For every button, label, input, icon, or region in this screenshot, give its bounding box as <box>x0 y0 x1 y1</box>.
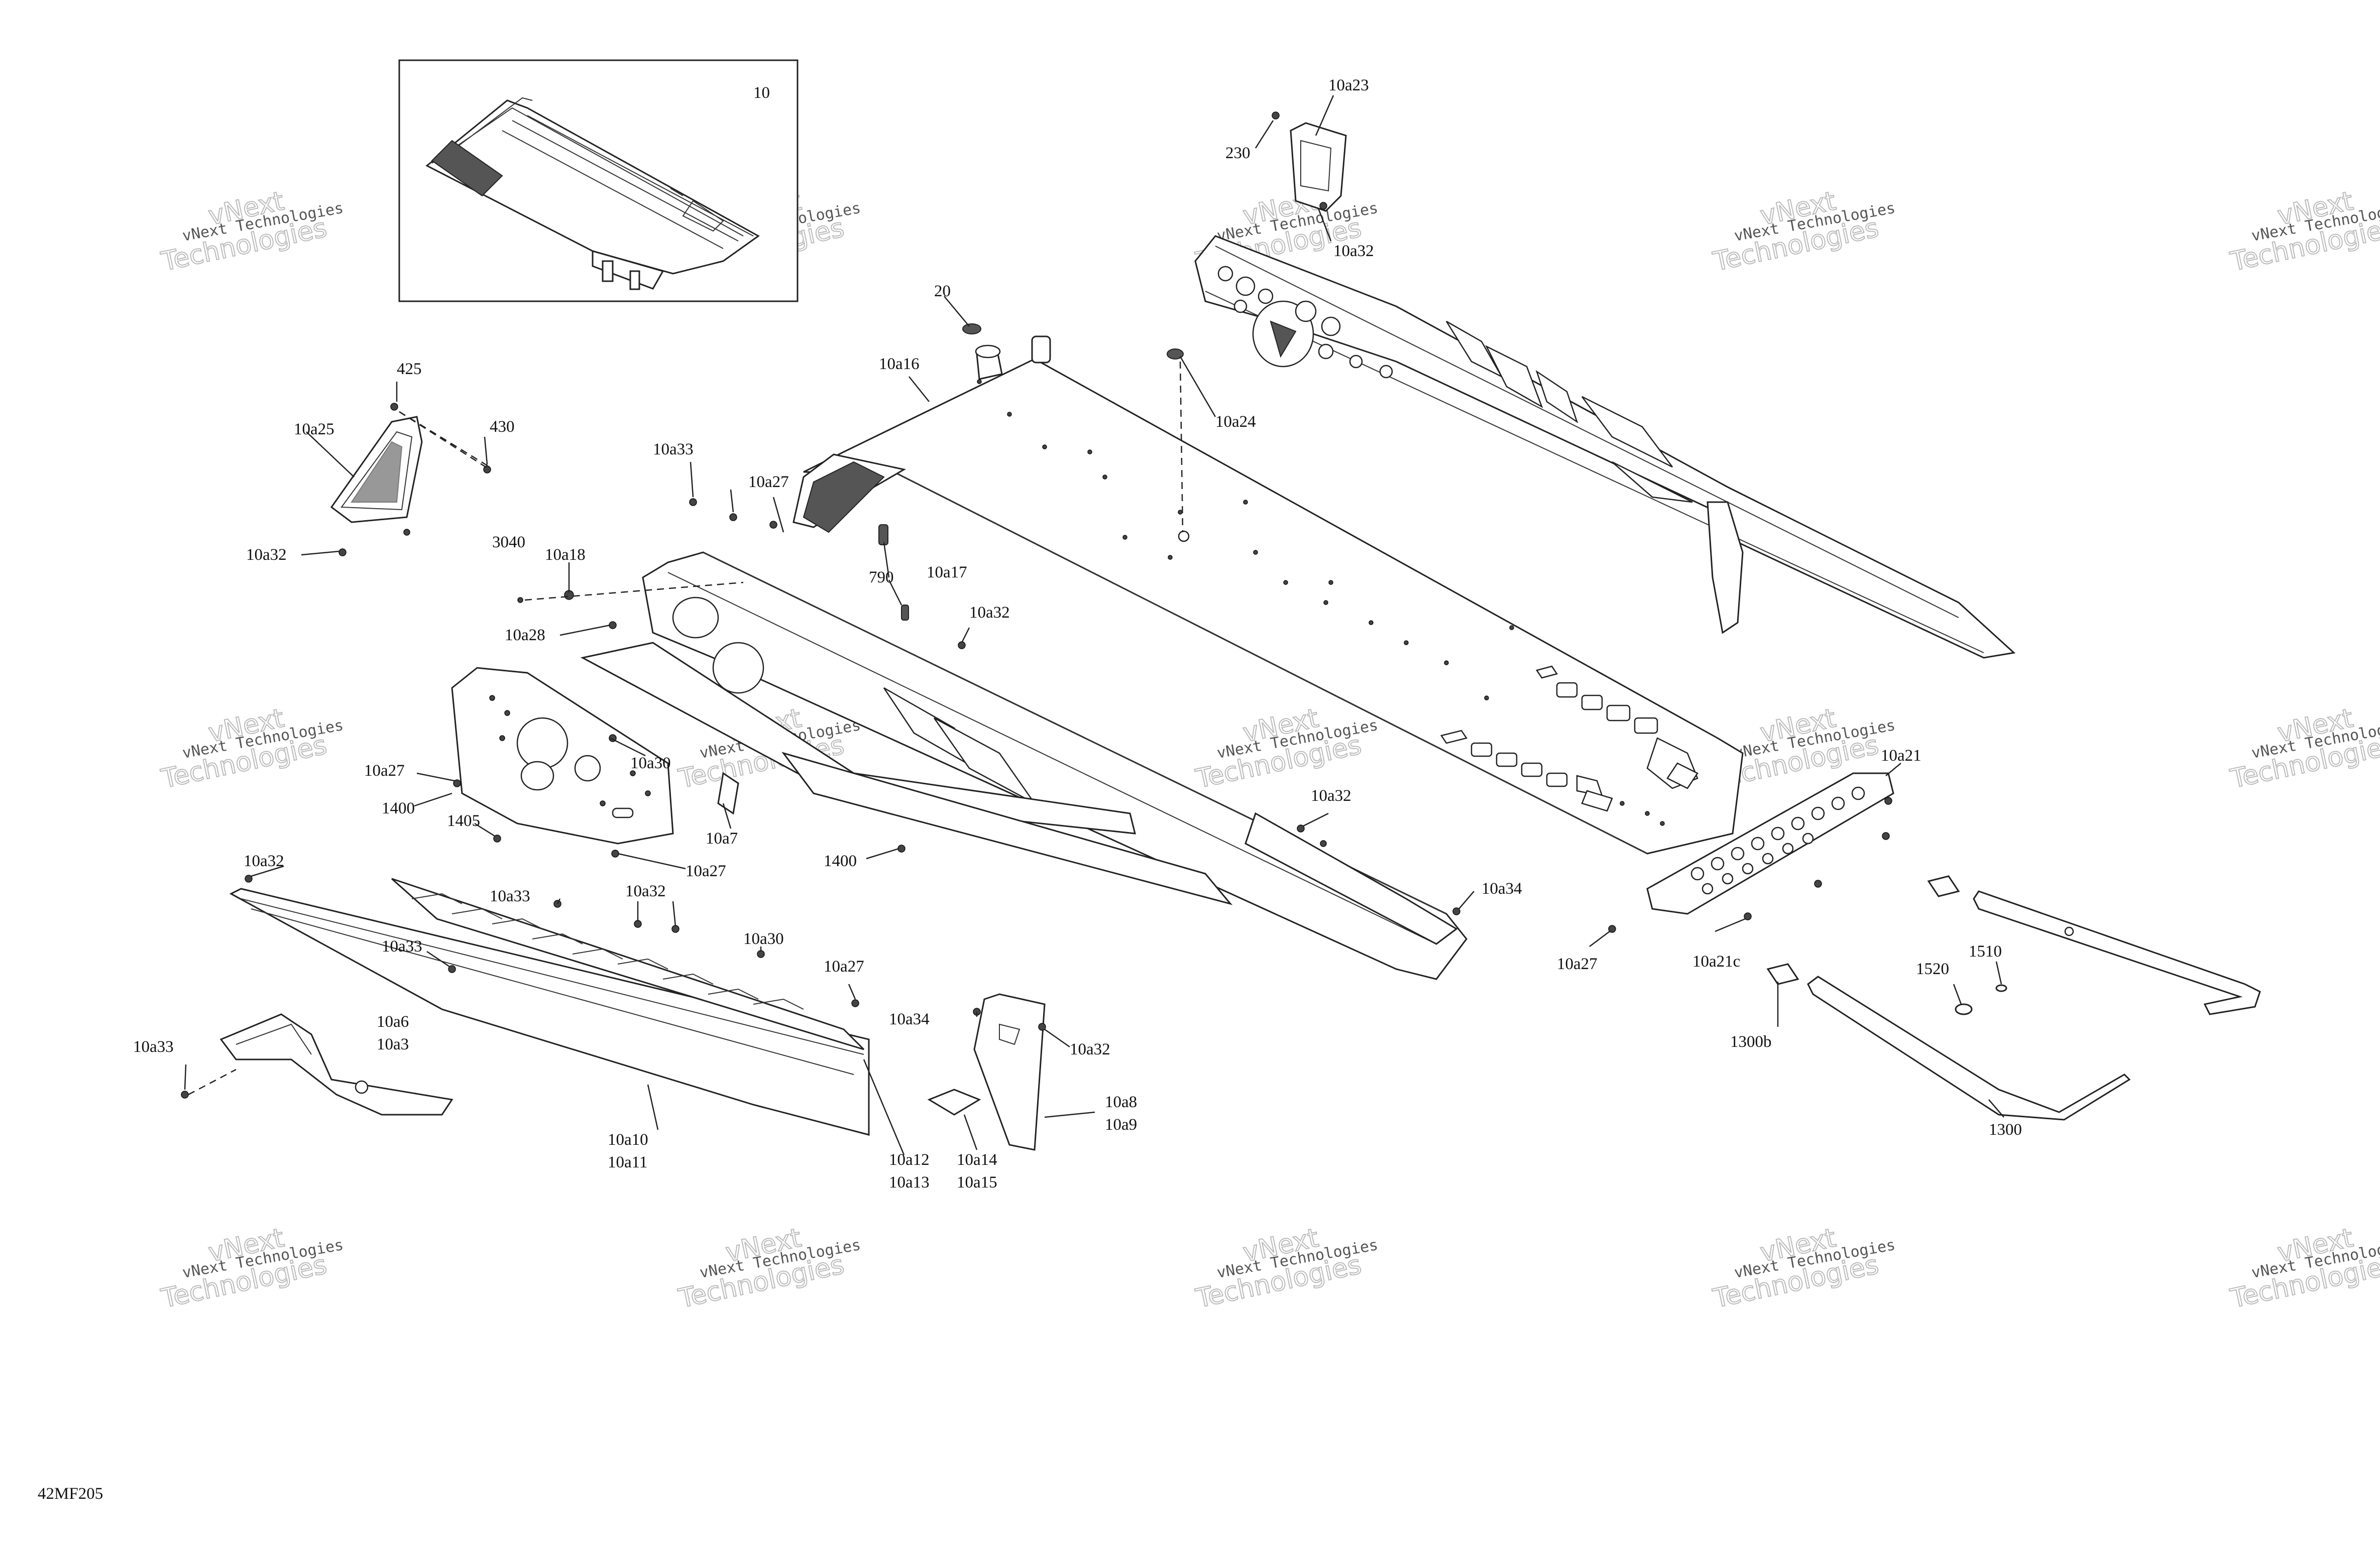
callout-1510: 1510 <box>1969 942 2002 961</box>
callout-10a33-c: 10a33 <box>382 937 422 956</box>
callout-10a27-b: 10a27 <box>364 762 405 780</box>
callout-230: 230 <box>1225 144 1251 162</box>
callout-10a30-a: 10a30 <box>630 754 671 772</box>
callout-1400-b: 1400 <box>824 852 857 870</box>
callout-10a25: 10a25 <box>294 420 334 438</box>
callout-10a6: 10a6 <box>377 1013 409 1031</box>
callout-425: 425 <box>397 360 422 378</box>
top-right-mesh-bracket <box>1290 122 1347 212</box>
rear-perforated-plate <box>1646 772 1894 915</box>
callout-1405: 1405 <box>447 812 480 830</box>
callout-10a10: 10a10 <box>608 1131 648 1149</box>
callout-10a21c: 10a21c <box>1692 953 1740 971</box>
tunnel-top-panel <box>792 335 1744 855</box>
callout-10a27-e: 10a27 <box>824 958 864 976</box>
callout-10a3: 10a3 <box>377 1035 409 1053</box>
rear-vertical-bracket <box>927 993 1046 1151</box>
callout-10a30-b: 10a30 <box>743 930 784 948</box>
fasteners <box>181 111 1892 1099</box>
rail-holes <box>1217 266 1393 379</box>
callout-10a34-a: 10a34 <box>1482 880 1522 898</box>
callout-10a11: 10a11 <box>608 1153 647 1171</box>
callout-10a32-b: 10a32 <box>244 852 284 870</box>
callout-10a13: 10a13 <box>889 1173 930 1192</box>
callout-430: 430 <box>490 418 515 436</box>
callout-1300b: 1300b <box>1730 1033 1772 1051</box>
callout-10a7: 10a7 <box>706 829 738 848</box>
lower-running-board <box>229 878 870 1136</box>
callout-10a32-left: 10a32 <box>246 546 287 564</box>
tunnel-cooling-slots <box>1440 665 1698 812</box>
callout-10a15: 10a15 <box>957 1173 997 1192</box>
leader-lines <box>184 95 2004 1155</box>
callout-10a34-b: 10a34 <box>889 1010 930 1028</box>
callout-10a33-d: 10a33 <box>133 1038 174 1056</box>
callout-10a21: 10a21 <box>1881 747 1921 765</box>
left-mounting-plate <box>451 667 674 845</box>
callout-20: 20 <box>934 282 951 300</box>
callout-10a9: 10a9 <box>1105 1116 1137 1134</box>
callout-1300: 1300 <box>1989 1121 2022 1139</box>
tunnel-left-side-panel <box>580 551 1467 980</box>
callout-10a12: 10a12 <box>889 1151 930 1169</box>
callout-10a33-b: 10a33 <box>490 887 530 905</box>
callout-10a24: 10a24 <box>1215 413 1256 431</box>
inset-assembly-view <box>398 59 799 302</box>
callout-10a23: 10a23 <box>1328 76 1369 94</box>
callout-10a17: 10a17 <box>927 563 967 581</box>
diagram-code: 42MF205 <box>38 1485 103 1503</box>
callout-10a32-d: 10a32 <box>1070 1040 1110 1058</box>
callout-10a14: 10a14 <box>957 1151 997 1169</box>
rear-bumper <box>1766 875 2261 1121</box>
callout-10a18: 10a18 <box>545 546 586 564</box>
callout-10a32-c: 10a32 <box>625 882 666 900</box>
callout-10a27-c: 10a27 <box>686 862 726 880</box>
callout-10a28: 10a28 <box>505 626 545 644</box>
callout-3040: 3040 <box>492 533 525 551</box>
callout-10a32-top: 10a32 <box>1333 242 1374 260</box>
left-mesh-bracket <box>330 416 423 523</box>
callout-10a16: 10a16 <box>879 355 920 373</box>
callout-10a8: 10a8 <box>1105 1093 1137 1111</box>
callout-10a33-a: 10a33 <box>653 440 694 458</box>
callout-10a27-a: 10a27 <box>748 473 789 491</box>
front-support-bracket <box>219 1013 454 1116</box>
callout-labels: 10 10a23 230 10a32 20 10a16 10a24 425 43… <box>38 76 2022 1503</box>
callout-10a32-center: 10a32 <box>1311 787 1351 805</box>
callout-10a27-d: 10a27 <box>1557 955 1598 973</box>
callout-10a32-mid: 10a32 <box>969 604 1010 622</box>
callout-1520: 1520 <box>1916 960 1949 978</box>
callout-790: 790 <box>869 568 894 586</box>
callout-1400-a: 1400 <box>382 799 415 817</box>
tunnel-right-side-rail <box>1194 235 2016 659</box>
callout-inset-10: 10 <box>753 84 770 102</box>
